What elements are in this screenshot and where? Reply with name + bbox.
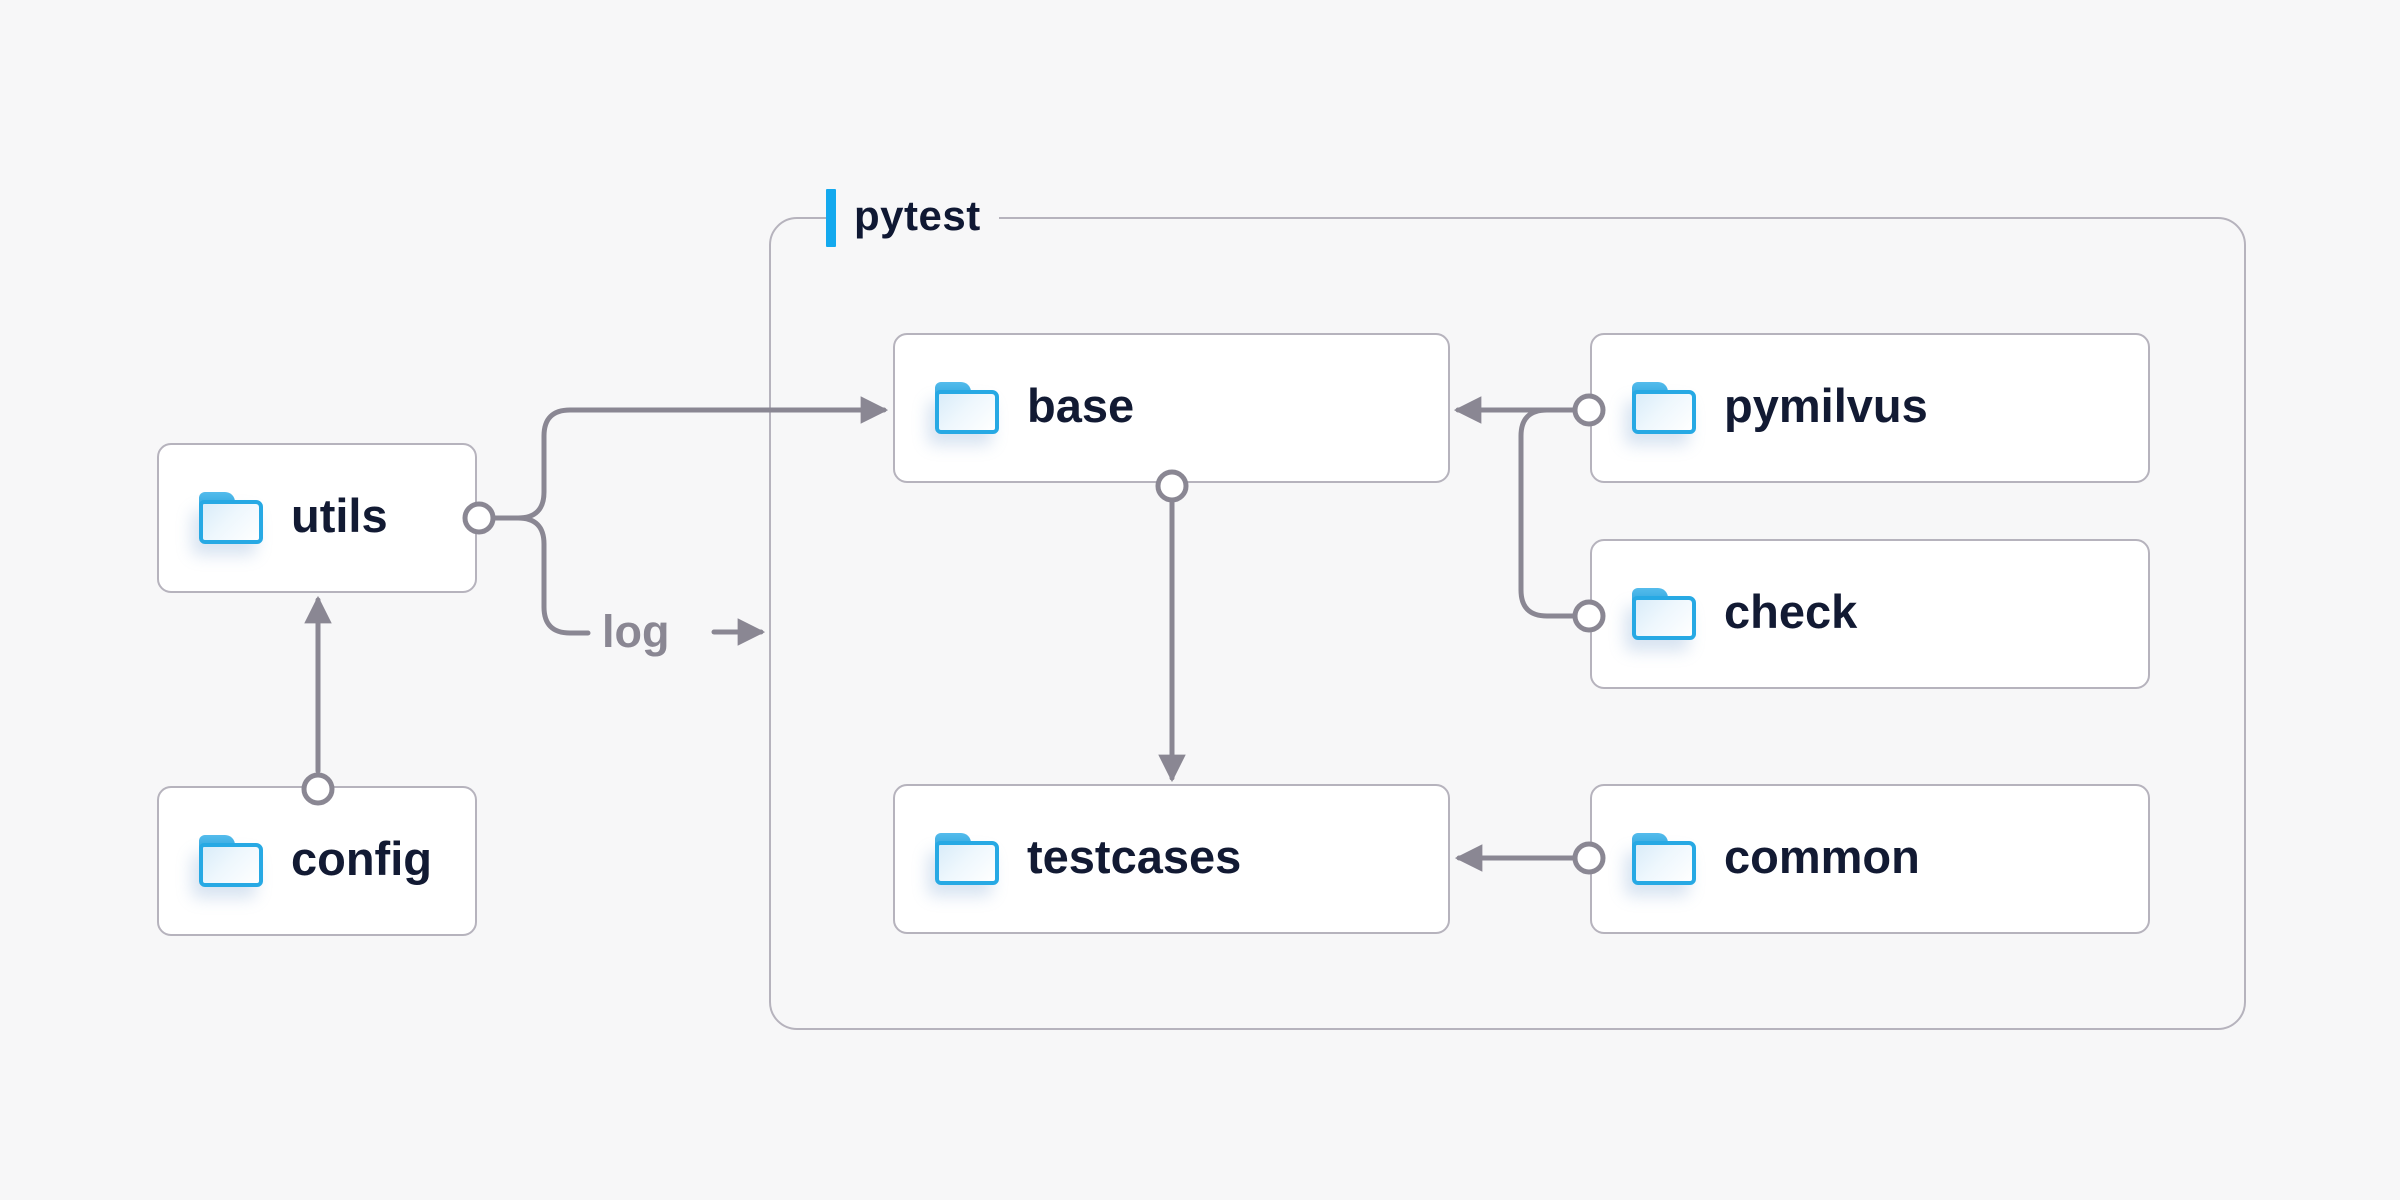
folder-icon: [1632, 833, 1696, 885]
node-pymilvus: pymilvus: [1590, 333, 2150, 483]
node-utils: utils: [157, 443, 477, 593]
node-label: check: [1724, 584, 1858, 638]
folder-icon: [199, 835, 263, 887]
node-config: config: [157, 786, 477, 936]
pytest-title: pytest: [854, 192, 981, 239]
folder-icon: [199, 492, 263, 544]
node-check: check: [1590, 539, 2150, 689]
node-testcases: testcases: [893, 784, 1450, 934]
folder-icon: [935, 382, 999, 434]
node-label: testcases: [1027, 829, 1242, 883]
pytest-container: pytest: [769, 187, 2246, 1030]
node-label: pymilvus: [1724, 378, 1928, 432]
accent-bar-icon: [826, 189, 836, 247]
folder-icon: [1632, 588, 1696, 640]
node-base: base: [893, 333, 1450, 483]
folder-icon: [935, 833, 999, 885]
node-label: common: [1724, 829, 1920, 883]
edge-utils-log: [515, 515, 591, 636]
log-annotation: log: [602, 606, 670, 657]
node-label: utils: [291, 488, 388, 542]
node-label: config: [291, 831, 432, 885]
node-common: common: [1590, 784, 2150, 934]
node-label: base: [1027, 378, 1135, 432]
folder-icon: [1632, 382, 1696, 434]
pytest-label: pytest: [826, 187, 999, 249]
